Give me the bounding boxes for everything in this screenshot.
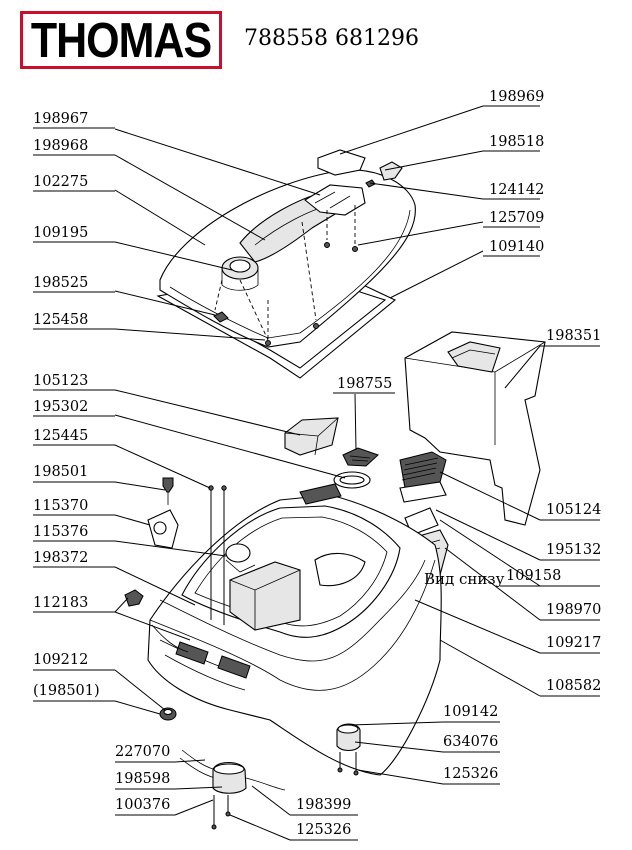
part-label: 109212 xyxy=(33,652,88,668)
part-label: 195132 xyxy=(546,542,601,558)
part-label: 125709 xyxy=(489,210,544,226)
part-label: 198970 xyxy=(546,602,601,618)
part-label: 198501 xyxy=(33,464,88,480)
part-label: 108582 xyxy=(546,678,601,694)
parts-drawing xyxy=(124,149,546,830)
lid-latch xyxy=(317,149,366,176)
part-label: 125326 xyxy=(296,822,351,838)
part-label: 198967 xyxy=(33,111,88,127)
part-label: 115370 xyxy=(33,498,88,514)
part-label: 124142 xyxy=(489,182,544,198)
part-label: 100376 xyxy=(115,797,170,813)
part-label: 125445 xyxy=(33,428,88,444)
part-label: 115376 xyxy=(33,524,88,540)
part-label: 105124 xyxy=(546,502,601,518)
part-label: 195302 xyxy=(33,399,88,415)
part-label: 102275 xyxy=(33,174,88,190)
part-label: 227070 xyxy=(115,744,170,760)
part-label: 109140 xyxy=(489,239,544,255)
logo-text: THOMAS xyxy=(30,13,212,69)
pre-filter xyxy=(399,451,447,489)
part-label: 109195 xyxy=(33,225,88,241)
part-label: 198525 xyxy=(33,275,88,291)
document-numbers: 788558 681296 xyxy=(244,26,419,51)
part-label: 112183 xyxy=(33,595,88,611)
part-label: (198501) xyxy=(33,683,100,699)
part-label: 634076 xyxy=(443,734,498,750)
part-label: 198399 xyxy=(296,797,351,813)
part-labels: 198969 198967 198518 198968 124142 10227… xyxy=(33,89,601,841)
part-label: 198755 xyxy=(337,376,392,392)
part-label: 198968 xyxy=(33,138,88,154)
cord-clip xyxy=(124,589,144,607)
leader-lines xyxy=(114,105,541,841)
part-label: 198598 xyxy=(115,771,170,787)
part-label: 198351 xyxy=(546,328,601,344)
part-label: 125326 xyxy=(443,766,498,782)
part-label: 198969 xyxy=(489,89,544,105)
part-label: 109142 xyxy=(443,704,498,720)
part-label: 198372 xyxy=(33,550,88,566)
filter-cartridge xyxy=(404,331,546,526)
part-label: 109158 xyxy=(506,568,561,584)
part-label: 105123 xyxy=(33,373,88,389)
bottom-view-note: Вид снизу xyxy=(424,570,505,588)
part-label: 125458 xyxy=(33,312,88,328)
foam-filter xyxy=(284,417,339,456)
thomas-logo: THOMAS xyxy=(20,11,222,69)
part-label: 198518 xyxy=(489,134,544,150)
part-label: 109217 xyxy=(546,635,601,651)
latch-button xyxy=(379,161,403,181)
top-lid xyxy=(159,169,416,348)
latch-housing xyxy=(304,184,366,216)
